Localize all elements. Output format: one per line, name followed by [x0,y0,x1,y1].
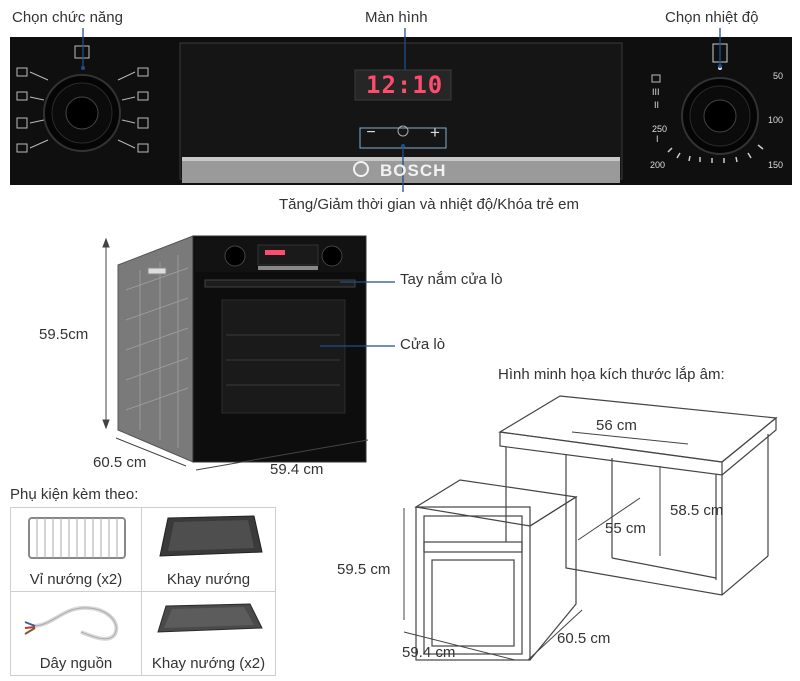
brand-logo-ring [353,161,369,177]
oven-width-dim: 59.4 cm [270,461,324,478]
wire-rack-icon [28,517,126,559]
cabinet-width-dim: 56 cm [596,417,637,434]
install-oven-width-dim: 59.4 cm [402,644,456,661]
cabinet-depth-dim: 55 cm [605,520,646,537]
mode-knob[interactable] [43,74,121,152]
cabinet-height-dim: 58.5 cm [670,502,724,519]
oven-depth-dim: 60.5 cm [93,454,147,471]
accessories-title: Phụ kiện kèm theo: [10,486,139,503]
accessory-deep-tray: Khay nướng [141,507,276,592]
temp-scale-I: I [656,134,659,144]
temp-scale-100: 100 [768,115,784,125]
oven-height-dim: 59.5cm [39,326,89,343]
accessory-flat-tray: Khay nướng (x2) [141,591,276,676]
brand-logo: BOSCH [380,161,447,180]
accessory-power-cord: Dây nguồn [10,591,142,676]
handle-label: Tay nắm cửa lò [400,271,503,288]
mode-icons [16,45,149,153]
power-cord-icon [24,605,119,641]
install-oven-depth-dim: 60.5 cm [557,630,611,647]
display-label: Màn hình [365,9,428,26]
plus-button[interactable]: + [430,123,440,142]
install-oven-height-dim: 59.5 cm [337,561,391,578]
temp-scale-200: 200 [650,160,666,170]
accessory-label: Dây nguồn [39,655,113,672]
accessory-label: Vỉ nướng (x2) [29,571,123,588]
temp-knob[interactable] [681,77,759,155]
door-label: Cửa lò [400,336,446,353]
temp-scale-50: 50 [773,71,784,81]
temp-scale-III: III [652,87,660,97]
accessory-label: Khay nướng (x2) [151,655,266,672]
flat-tray-icon [157,603,263,633]
accessory-wire-rack: Vỉ nướng (x2) [10,507,142,592]
temp-scale-II: II [654,100,660,110]
buttons-label: Tăng/Giảm thời gian và nhiệt độ/Khóa trẻ… [279,196,579,213]
temp-knob-label: Chọn nhiệt độ [665,9,759,26]
installation-title: Hình minh họa kích thước lắp âm: [498,366,725,383]
display-clock: 12:10 [366,71,444,99]
accessory-label: Khay nướng [166,571,251,588]
mode-knob-label: Chọn chức năng [12,9,123,26]
temp-scale-250: 250 [652,124,668,134]
minus-button[interactable]: − [366,124,376,141]
temp-scale-150: 150 [768,160,784,170]
deep-tray-icon [159,515,263,557]
